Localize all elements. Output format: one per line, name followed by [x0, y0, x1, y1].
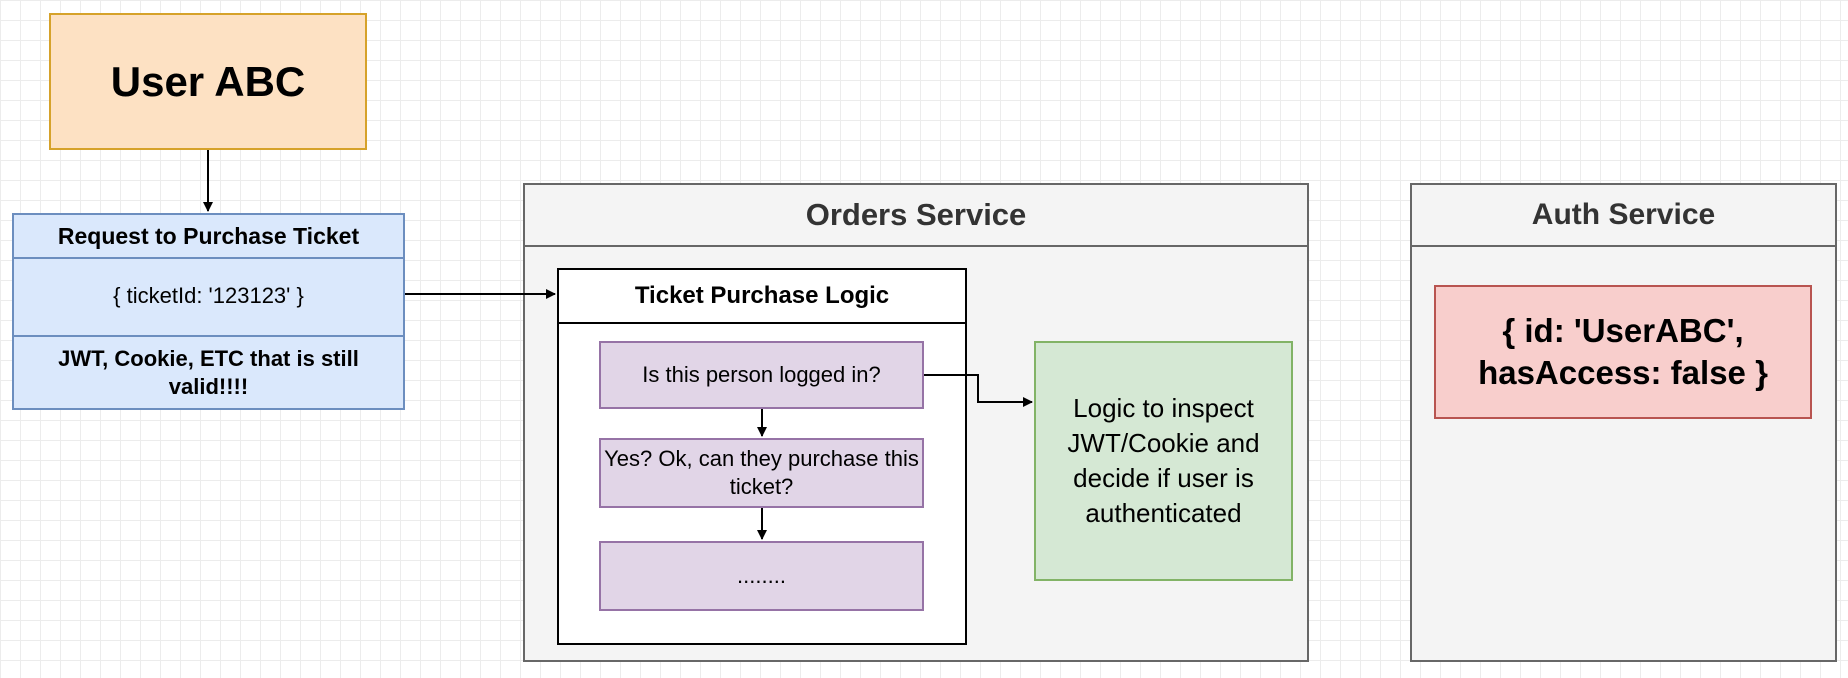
inspect-logic-box: Logic to inspect JWT/Cookie and decide i…: [1034, 341, 1293, 581]
user-box: User ABC: [49, 13, 367, 150]
user-access-record: { id: 'UserABC', hasAccess: false }: [1434, 285, 1812, 419]
request-footer: JWT, Cookie, ETC that is still valid!!!!: [58, 345, 359, 399]
request-title: Request to Purchase Ticket: [14, 215, 403, 259]
request-box: Request to Purchase Ticket { ticketId: '…: [12, 213, 405, 410]
auth-service-container: Auth Service: [1410, 183, 1837, 662]
arrow-step1-to-inspect: [924, 374, 1033, 407]
logic-panel-title: Ticket Purchase Logic: [559, 270, 965, 324]
request-body: { ticketId: '123123' }: [14, 257, 403, 337]
logic-step-can-purchase: Yes? Ok, can they purchase this ticket?: [599, 438, 924, 508]
logic-step-logged-in: Is this person logged in?: [599, 341, 924, 409]
orders-service-title: Orders Service: [525, 185, 1307, 247]
logic-step-more: ........: [599, 541, 924, 611]
auth-service-title: Auth Service: [1412, 185, 1835, 247]
